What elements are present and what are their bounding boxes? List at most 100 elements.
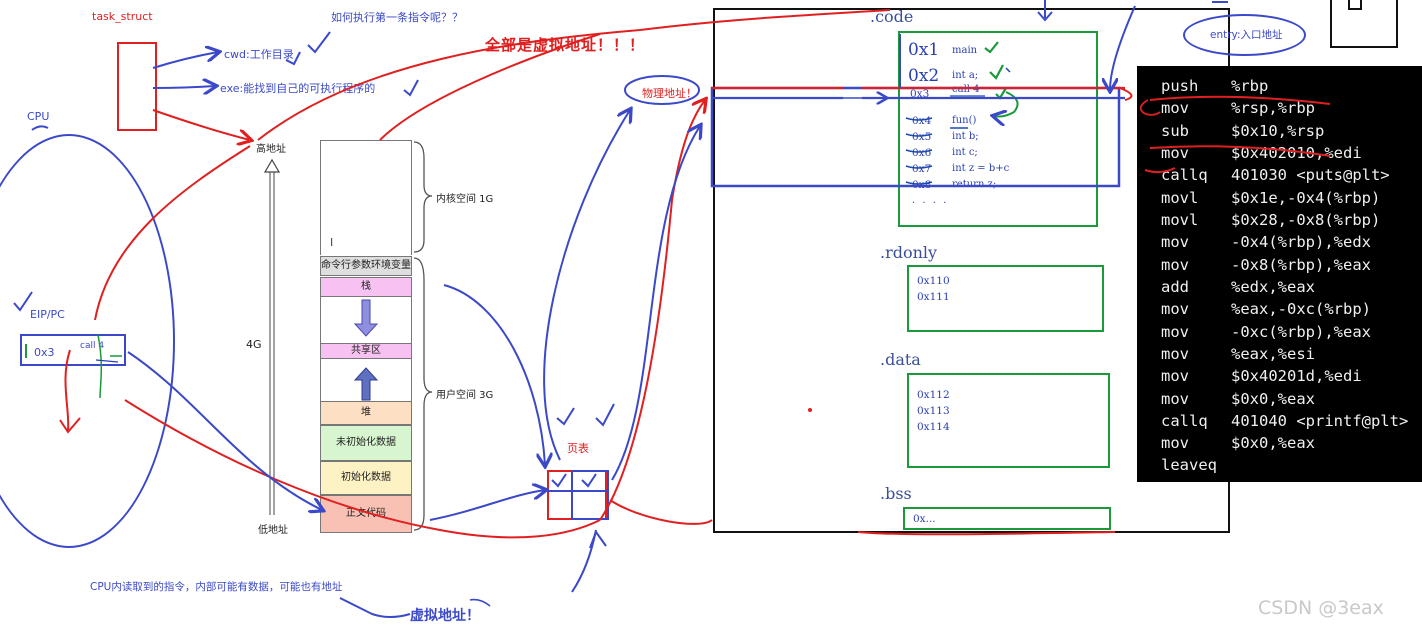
segment-bss: 未初始化数据 [320,425,412,461]
code-line-7: int z = b+c [952,163,1010,174]
asm-op: mov [1161,390,1189,408]
asm-args: -0xc(%rbp),%eax [1231,323,1371,341]
asm-line: movl $0x1e,-0x4(%rbp) [1161,189,1380,207]
asm-args: 401040 <printf@plt> [1231,412,1409,430]
asm-args: %rsp,%rbp [1231,99,1315,117]
code-line-3: call 4 [952,84,980,95]
data-addr-1: 0x112 [917,389,950,401]
page-table-blue-box [571,470,609,520]
asm-op: mov [1161,323,1189,341]
asm-line: mov %eax,-0xc(%rbp) [1161,300,1371,318]
top-right-inner-box [1348,0,1362,10]
code-section-box [898,31,1098,227]
asm-args: %eax,%esi [1231,345,1315,363]
asm-line: mov$0x0,%eax [1161,434,1315,452]
asm-line: mov -0x8(%rbp),%eax [1161,256,1371,274]
address-axis-arrow [263,158,281,515]
csdn-watermark: CSDN @3eax [1258,597,1384,619]
segment-heap: 堆 [320,401,412,425]
asm-op: push [1161,77,1199,95]
asm-line: add%edx,%eax [1161,278,1315,296]
asm-line: push %rbp [1161,77,1268,95]
asm-args: %edx,%eax [1231,278,1315,296]
kernel-space-block [320,140,412,255]
heap-gap [320,359,412,401]
code-line-5: int b; [952,131,979,142]
rdonly-addr-2: 0x111 [917,291,950,303]
code-addr-6: 0x6 [912,147,932,159]
asm-line: movl $0x28,-0x8(%rbp) [1161,211,1380,229]
asm-line: mov $0x40201d,%edi [1161,367,1362,385]
data-section-box: 0x112 0x113 0x114 [907,373,1110,468]
segment-stack: 栈 [320,277,412,297]
asm-args: $0x1e,-0x4(%rbp) [1231,189,1381,207]
disassembly-panel: push %rbp mov %rsp,%rbp sub$0x10,%rsp mov $… [1137,66,1422,482]
virtual-addr-text: 虚拟地址！ [410,608,480,624]
code-addr-5: 0x5 [912,131,932,143]
stack-gap [320,297,412,343]
task-struct-label: task_struct [92,10,153,23]
asm-args: 401030 <puts@plt> [1231,166,1390,184]
segment-args-env: 命令行参数环境变量 [320,256,412,276]
section-data-label: .data [880,350,921,369]
asm-op: mov [1161,345,1189,363]
asm-op: mov [1161,256,1189,274]
user-space-label: 用户空间 3G [436,390,494,401]
rdonly-addr-1: 0x110 [917,275,950,287]
top-right-box [1330,0,1398,48]
asm-args: %eax,-0xc(%rbp) [1231,300,1371,318]
asm-args: $0x28,-0x8(%rbp) [1231,211,1381,229]
eip-pc-label: EIP/PC [30,308,65,321]
asm-args: -0x8(%rbp),%eax [1231,256,1371,274]
asm-line: sub$0x10,%rsp [1161,122,1324,140]
code-line-2: int a; [952,70,979,81]
segment-text: 正文代码 [320,495,412,533]
question-text: 如何执行第一条指令呢？？ [331,11,463,24]
asm-op: leaveq [1161,456,1217,474]
asm-op: sub [1161,122,1189,140]
eip-register: 0x3 call 4 [20,334,126,366]
asm-args: $0x40201d,%edi [1231,367,1362,385]
register-call: call 4 [80,341,105,351]
section-code-label: .code [870,7,914,26]
asm-line: leaveq [1161,456,1231,474]
rdonly-section-box: 0x110 0x111 [907,265,1104,332]
bss-section-box: 0x... [903,507,1111,530]
data-addr-2: 0x113 [917,405,950,417]
cwd-text: cwd:工作目录 [224,48,294,61]
bss-addr: 0x... [913,513,936,525]
code-addr-2: 0x2 [908,66,940,86]
asm-args: $0x0,%eax [1231,434,1315,452]
asm-op: mov [1161,367,1189,385]
asm-op: movl [1161,211,1199,229]
physical-addr-text: 物理地址！ [642,87,697,100]
code-line-1: main [952,45,978,56]
asm-op: mov [1161,144,1189,162]
code-addr-4: 0x4 [912,115,932,127]
cpu-label: CPU [27,110,50,123]
segment-shared: 共享区 [320,343,412,359]
asm-args: $0x0,%eax [1231,390,1315,408]
asm-line: mov-0x4(%rbp),%edx [1161,233,1371,251]
entry-bubble [1183,14,1306,56]
code-addr-1: 0x1 [908,40,940,60]
low-address-label: 低地址 [258,525,288,536]
asm-line: mov %eax,%esi [1161,345,1315,363]
exe-text: exe:能找到自己的可执行程序的 [220,82,376,95]
asm-op: mov [1161,300,1189,318]
kernel-space-label: 内核空间 1G [436,194,494,205]
asm-op: callq [1161,166,1208,184]
asm-args: %rbp [1231,77,1269,95]
code-line-8: return z; [952,179,997,190]
asm-op: mov [1161,99,1189,117]
asm-line: mov %rsp,%rbp [1161,99,1315,117]
entry-label: entry:入口地址 [1210,29,1283,41]
asm-line: mov -0xc(%rbp),%eax [1161,323,1371,341]
asm-op: movl [1161,189,1199,207]
size-4g-label: 4G [246,338,262,351]
asm-line: mov $0x0,%eax [1161,390,1315,408]
asm-op: mov [1161,233,1189,251]
asm-line: callq 401030 <puts@plt> [1161,166,1390,184]
